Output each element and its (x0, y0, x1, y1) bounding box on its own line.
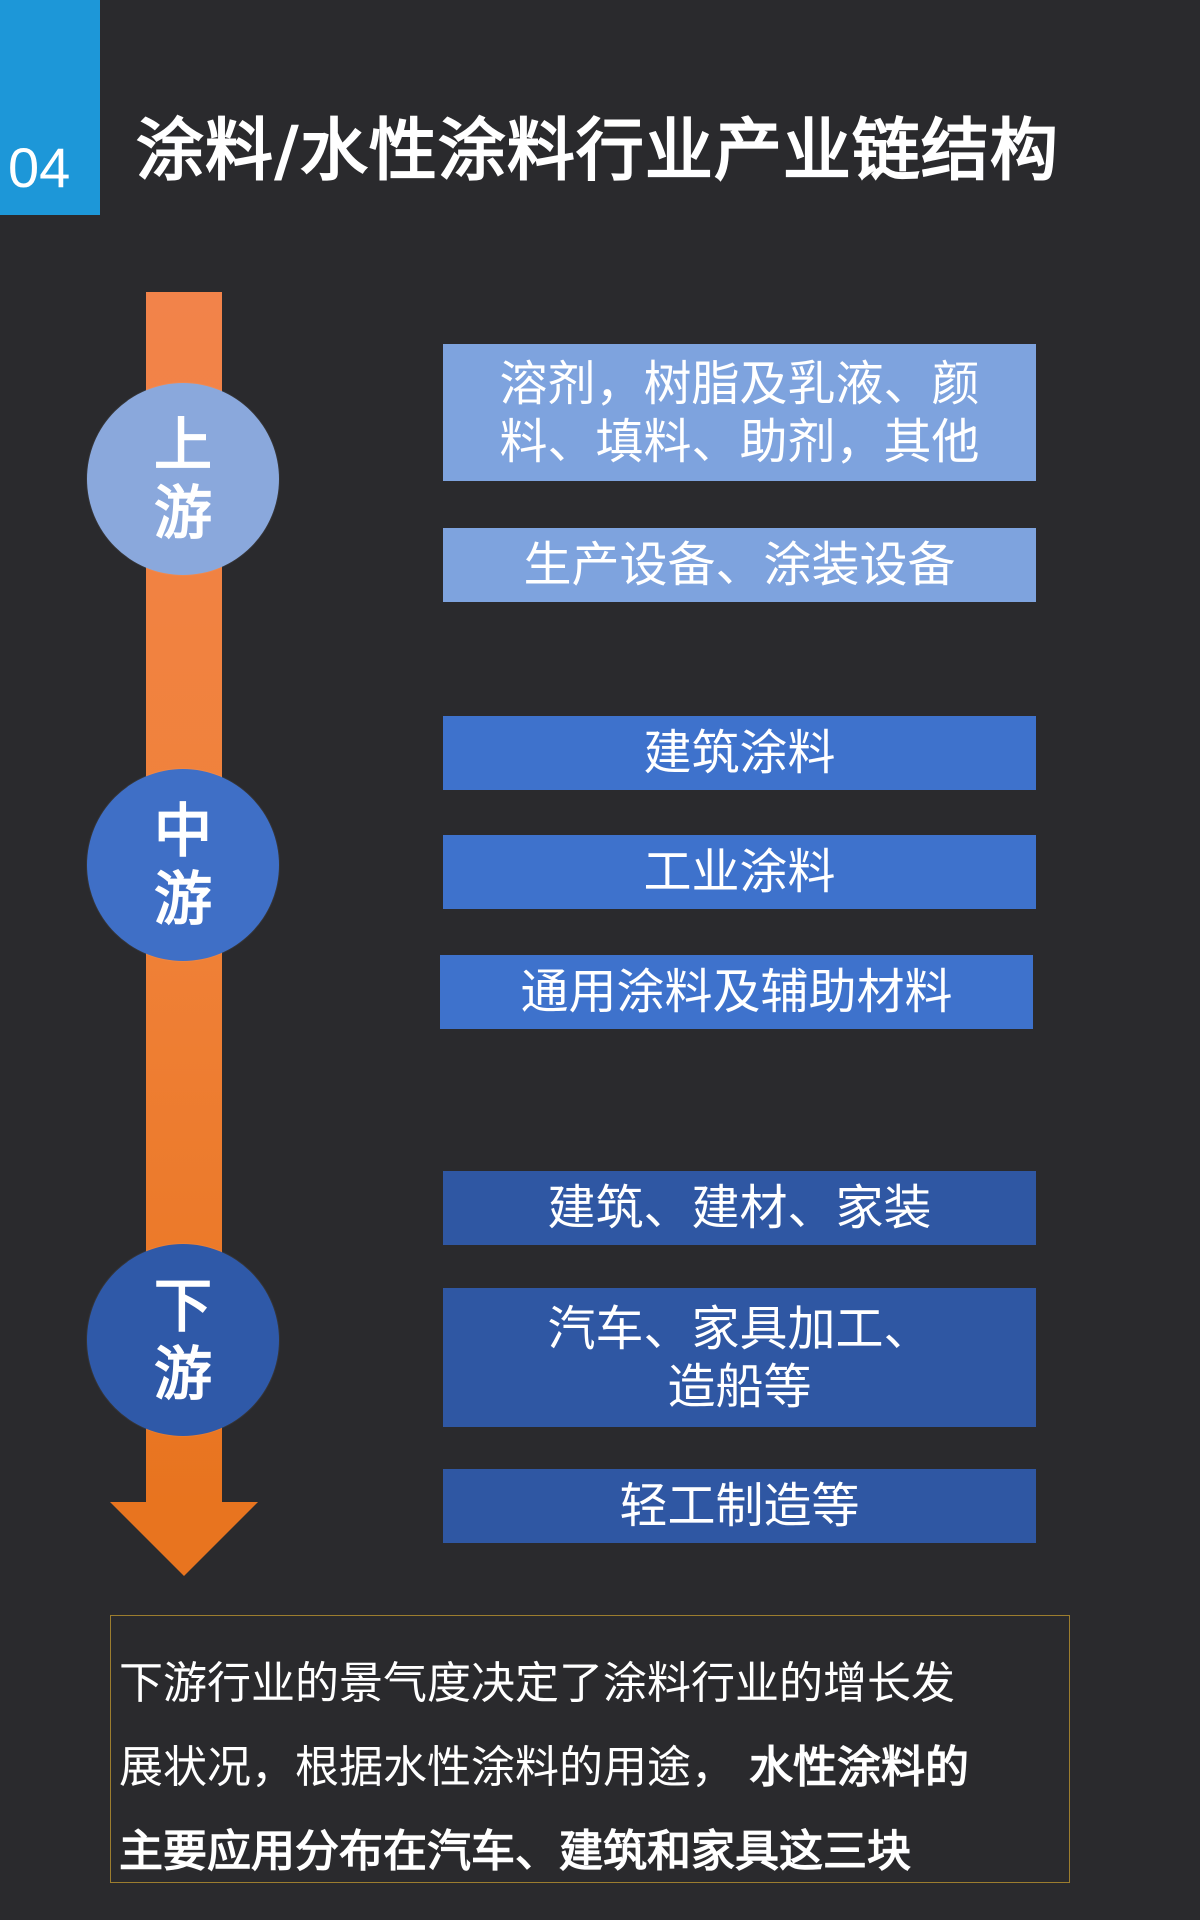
downstream-box-light-industry: 轻工制造等 (443, 1469, 1036, 1543)
summary-line-2-emphasis: 水性涂料的 (749, 1742, 969, 1793)
downstream-box-auto-furniture-line2: 造船等 (667, 1358, 812, 1415)
summary-line-2: 展状况，根据水性涂料的用途， 水性涂料的 (119, 1726, 1069, 1810)
upstream-box-equipment: 生产设备、涂装设备 (443, 528, 1036, 602)
stage-midstream-label-1: 中 (153, 797, 212, 865)
upstream-box-raw-materials-line1: 溶剂，树脂及乳液、颜 (499, 355, 980, 412)
stage-midstream: 中 游 (87, 769, 279, 961)
stage-upstream: 上 游 (87, 383, 279, 575)
midstream-box-industrial-coatings: 工业涂料 (443, 835, 1036, 909)
summary-line-1: 下游行业的景气度决定了涂料行业的增长发 (119, 1658, 955, 1709)
stage-downstream: 下 游 (87, 1244, 279, 1436)
midstream-box-general-coatings: 通用涂料及辅助材料 (440, 955, 1033, 1029)
downstream-box-construction: 建筑、建材、家装 (443, 1171, 1036, 1245)
stage-upstream-label-1: 上 (153, 411, 212, 479)
upstream-box-raw-materials: 溶剂，树脂及乳液、颜 料、填料、助剂，其他 (443, 344, 1036, 481)
summary-line-2-text: 展状况，根据水性涂料的用途， (119, 1742, 749, 1793)
stage-midstream-label-2: 游 (153, 865, 212, 933)
summary-box: 下游行业的景气度决定了涂料行业的增长发 展状况，根据水性涂料的用途， 水性涂料的… (110, 1615, 1070, 1883)
summary-line-3-emphasis: 主要应用分布在汽车、建筑和家具这三块 (119, 1826, 911, 1877)
upstream-box-raw-materials-line2: 料、填料、助剂，其他 (499, 413, 980, 470)
summary-line-3: 主要应用分布在汽车、建筑和家具这三块 (119, 1810, 1069, 1894)
downstream-box-auto-furniture-line1: 汽车、家具加工、 (547, 1300, 932, 1357)
midstream-box-architectural-coatings: 建筑涂料 (443, 716, 1036, 790)
section-number-badge: 04 (0, 0, 100, 215)
downstream-box-auto-furniture: 汽车、家具加工、 造船等 (443, 1288, 1036, 1427)
page-title: 涂料/水性涂料行业产业链结构 (136, 112, 1059, 191)
stage-downstream-label-1: 下 (153, 1272, 212, 1340)
section-number: 04 (8, 136, 71, 199)
stage-downstream-label-2: 游 (153, 1340, 212, 1408)
chain-arrow-head-icon (110, 1502, 258, 1576)
stage-upstream-label-2: 游 (153, 479, 212, 547)
